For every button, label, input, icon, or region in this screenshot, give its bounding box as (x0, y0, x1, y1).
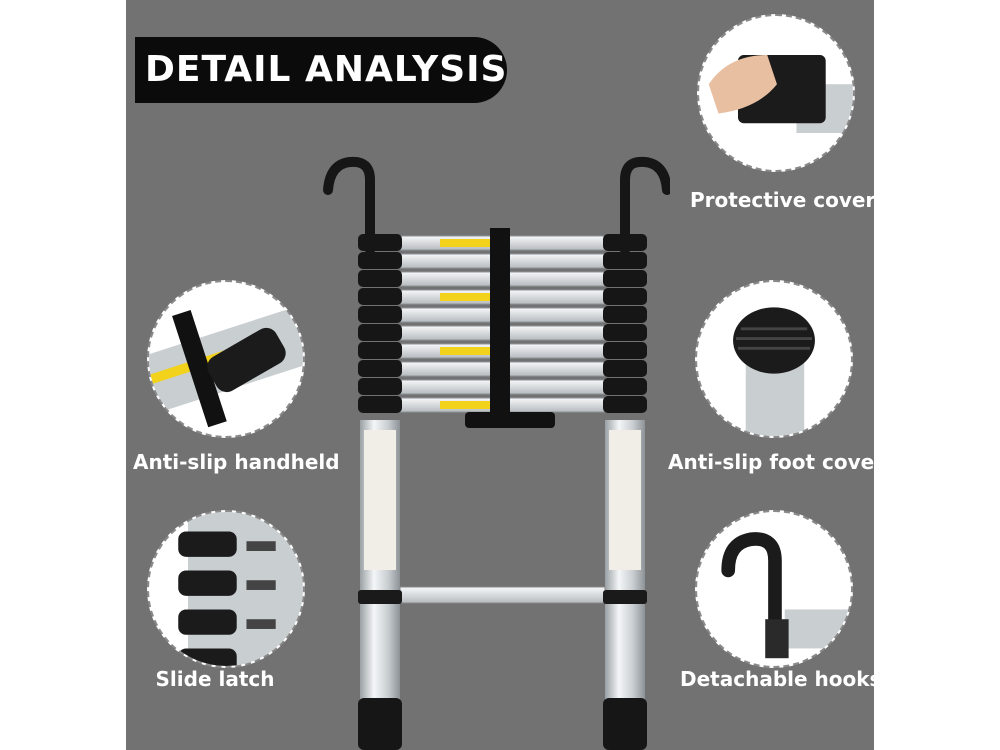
detachable-hooks-label: Detachable hooks (680, 667, 882, 691)
protective-cover-image (697, 14, 855, 172)
rung-end-cap (358, 360, 402, 377)
rung-end-cap (358, 306, 402, 323)
warning-sticker (440, 293, 490, 301)
rung-end-cap (358, 252, 402, 269)
rung-end-cap (603, 306, 647, 323)
anti-slip-handheld-image (147, 280, 305, 438)
detail-analysis-banner: DETAIL ANALYSIS (135, 37, 507, 103)
warning-sticker (440, 401, 490, 409)
anti-slip-handheld-label: Anti-slip handheld (133, 450, 340, 474)
warning-sticker (440, 239, 490, 247)
rung-end-cap (603, 270, 647, 287)
rung-end-cap (358, 342, 402, 359)
warning-sticker (440, 347, 490, 355)
anti-slip-foot-cover-image (695, 280, 853, 438)
rung-end-cap (603, 234, 647, 251)
rung-end-cap (603, 378, 647, 395)
anti-slip-foot-cover-label: Anti-slip foot cover (668, 450, 885, 474)
detachable-hooks-image (695, 510, 853, 668)
telescopic-ladder-image (323, 156, 670, 750)
rung-end-cap (358, 288, 402, 305)
rung-end-cap (358, 234, 402, 251)
rung-end-cap (603, 396, 647, 413)
rung-end-cap (603, 324, 647, 341)
protective-cover-label: Protective cover (690, 188, 876, 212)
slide-latch-label: Slide latch (155, 667, 275, 691)
rung-end-cap (603, 360, 647, 377)
rung-end-cap (603, 342, 647, 359)
rung-end-cap (358, 378, 402, 395)
rung-end-cap (358, 270, 402, 287)
rung-end-cap (603, 252, 647, 269)
rung-end-cap (358, 324, 402, 341)
slide-latch-image (147, 510, 305, 668)
rung-end-cap (603, 288, 647, 305)
rung-end-cap (358, 396, 402, 413)
